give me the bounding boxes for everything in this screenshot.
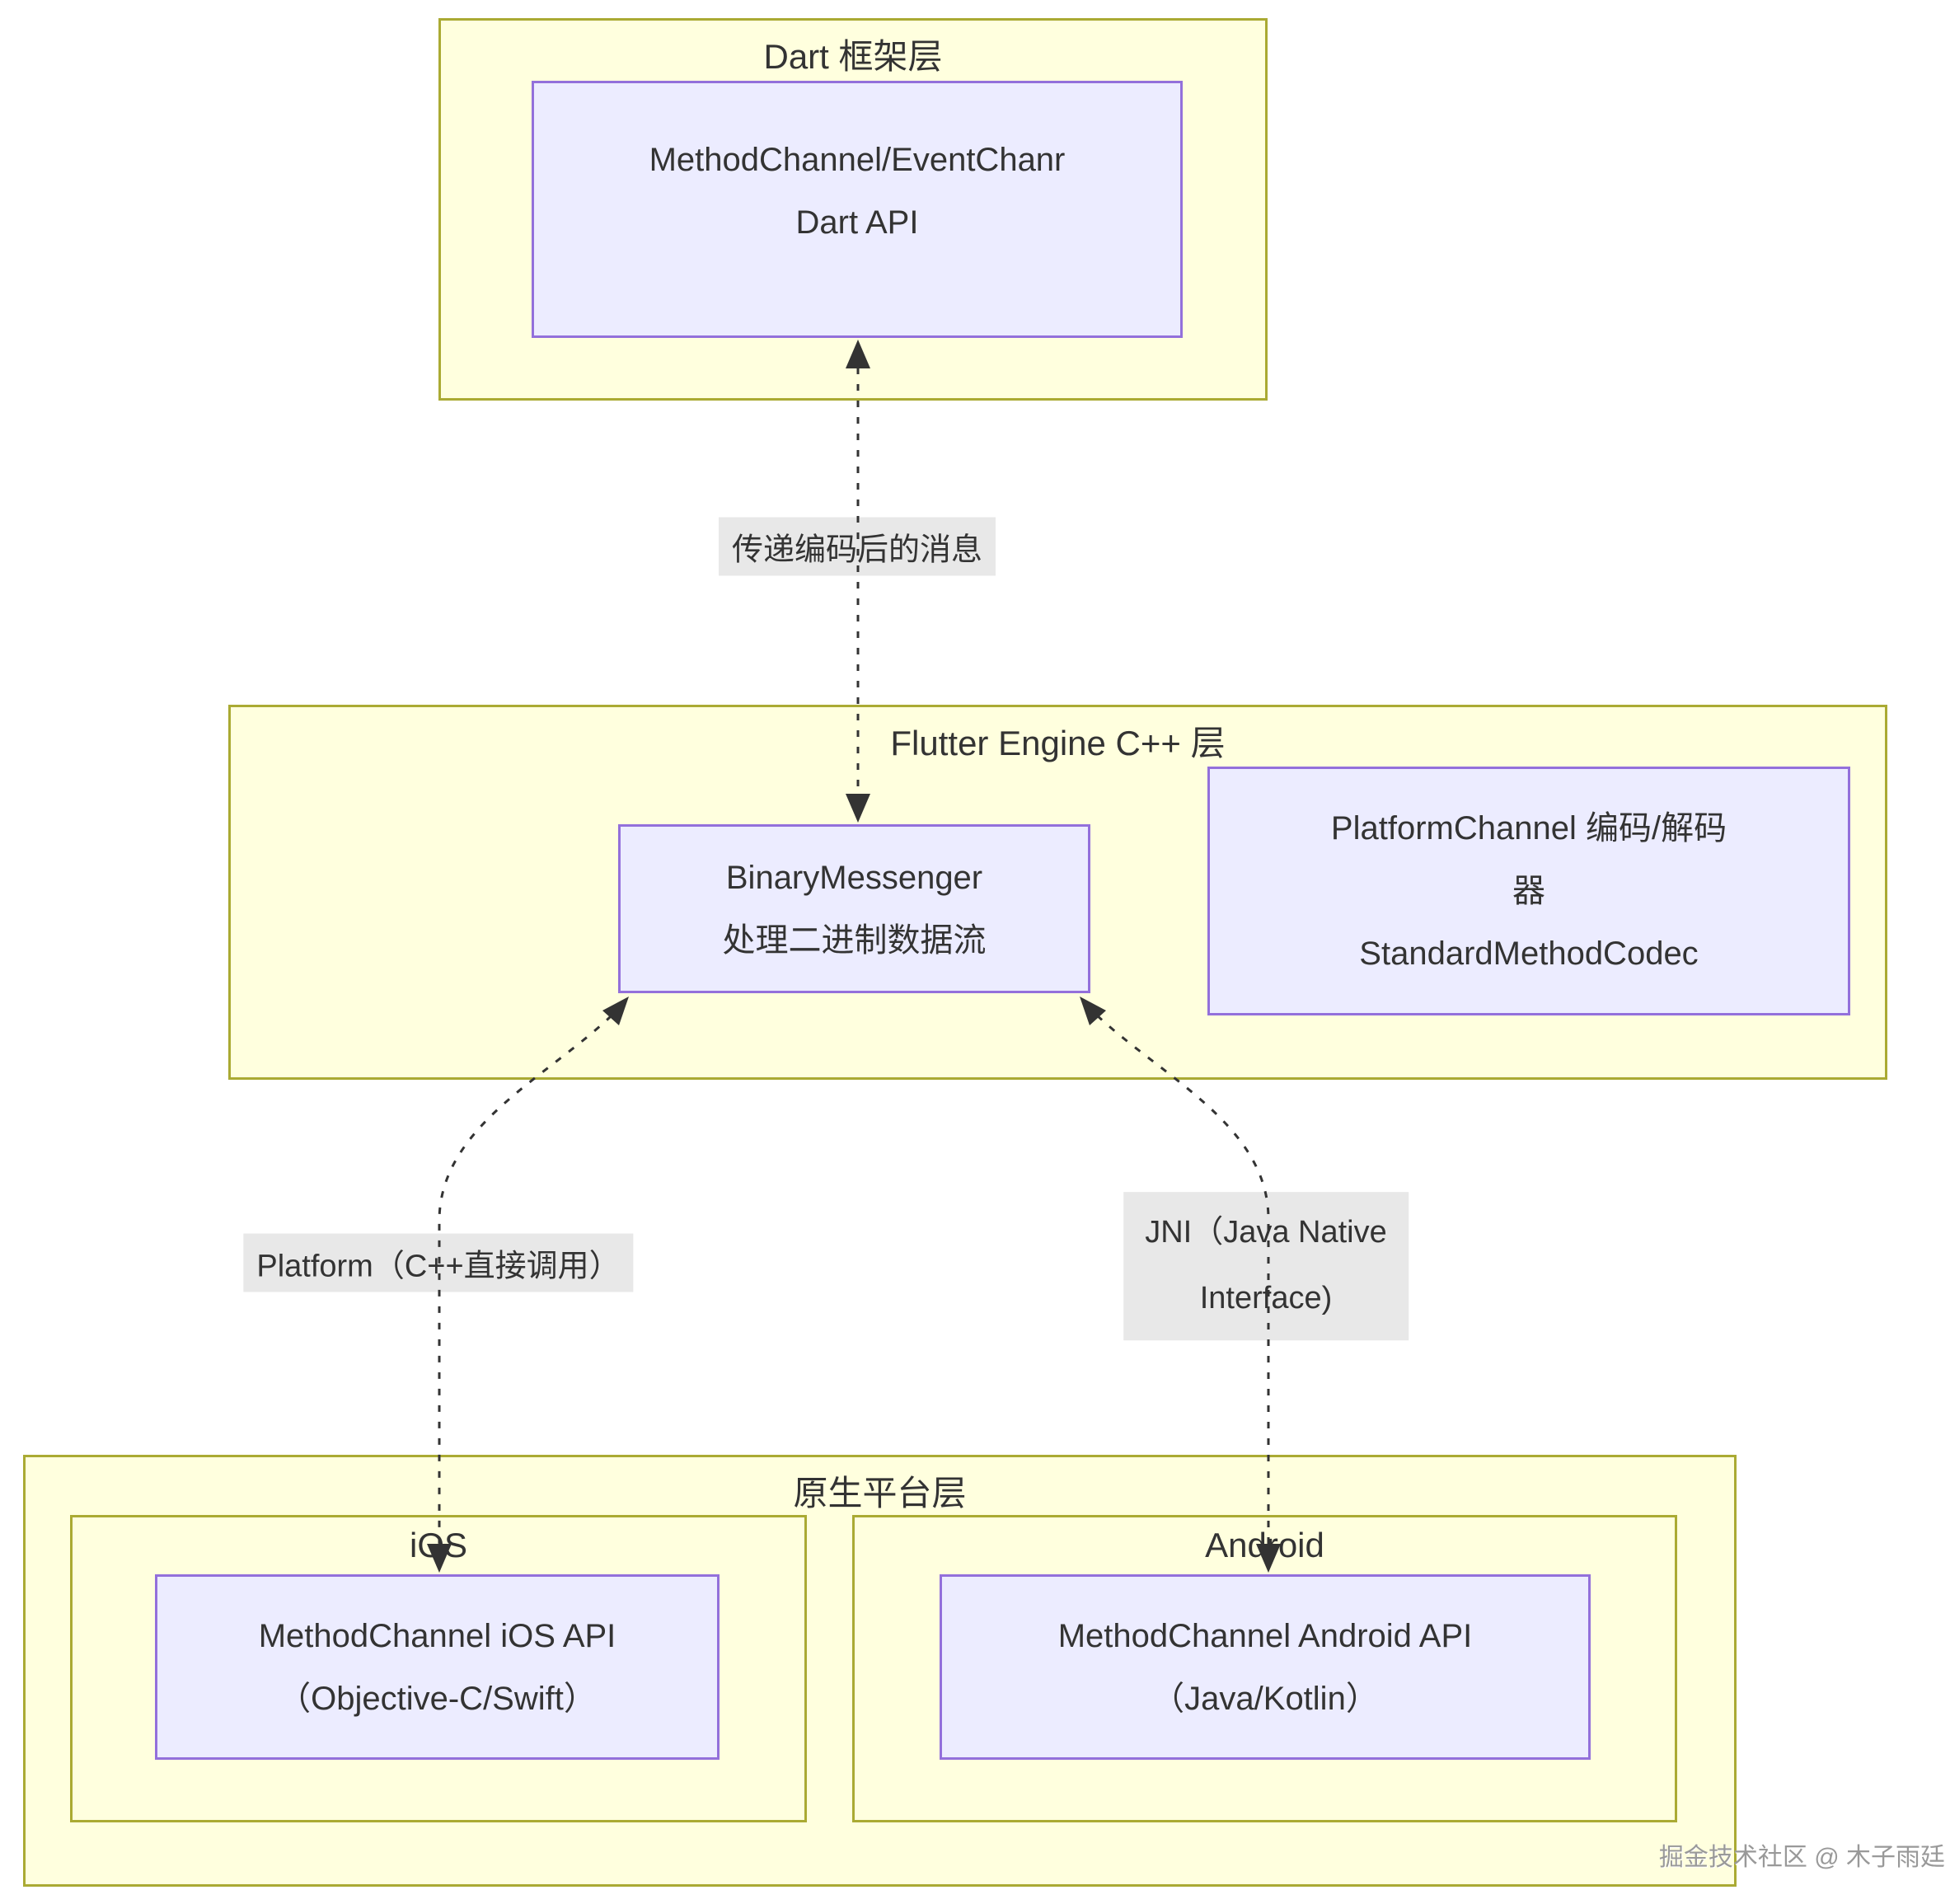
node-line: MethodChannel Android API bbox=[1057, 1617, 1473, 1654]
cluster-title-native: 原生平台层 bbox=[793, 1474, 967, 1512]
node-binary-messenger: BinaryMessenger 处理二进制数据流 bbox=[618, 824, 1090, 993]
edge-label-encoded-message: 传递编码后的消息 bbox=[718, 517, 996, 576]
cluster-title-engine: Flutter Engine C++ 层 bbox=[890, 724, 1226, 762]
node-dart-api: MethodChannel/EventChanr Dart API bbox=[532, 81, 1183, 338]
cluster-title-android: Android bbox=[1205, 1526, 1324, 1564]
node-line: BinaryMessenger bbox=[725, 859, 983, 896]
node-line: （Java/Kotlin） bbox=[1151, 1680, 1379, 1717]
node-line: Dart API bbox=[795, 204, 919, 241]
edge-label-line: JNI（Java Native bbox=[1145, 1215, 1387, 1250]
node-line: （Objective-C/Swift） bbox=[278, 1680, 597, 1717]
edge-label-jni: JNI（Java Native Interface) bbox=[1123, 1192, 1409, 1340]
cluster-title-dart: Dart 框架层 bbox=[763, 37, 943, 76]
node-platform-channel-codec: PlatformChannel 编码/解码 器 StandardMethodCo… bbox=[1207, 767, 1850, 1015]
node-android-api: MethodChannel Android API （Java/Kotlin） bbox=[940, 1574, 1591, 1760]
node-ios-api: MethodChannel iOS API （Objective-C/Swift… bbox=[155, 1574, 720, 1760]
edge-label-platform-call: Platform（C++直接调用） bbox=[243, 1233, 634, 1292]
node-line: 处理二进制数据流 bbox=[722, 922, 987, 959]
node-line: 器 bbox=[1512, 873, 1545, 909]
node-line: MethodChannel iOS API bbox=[258, 1617, 616, 1654]
cluster-title-ios: iOS bbox=[409, 1526, 467, 1564]
node-line: PlatformChannel 编码/解码 bbox=[1330, 810, 1727, 846]
watermark: 掘金技术社区 @ 木子雨廷 bbox=[1658, 1844, 1945, 1871]
edge-label-line: Interface) bbox=[1199, 1281, 1333, 1315]
node-line: MethodChannel/EventChanr bbox=[649, 142, 1066, 178]
node-line: StandardMethodCodec bbox=[1359, 936, 1699, 972]
